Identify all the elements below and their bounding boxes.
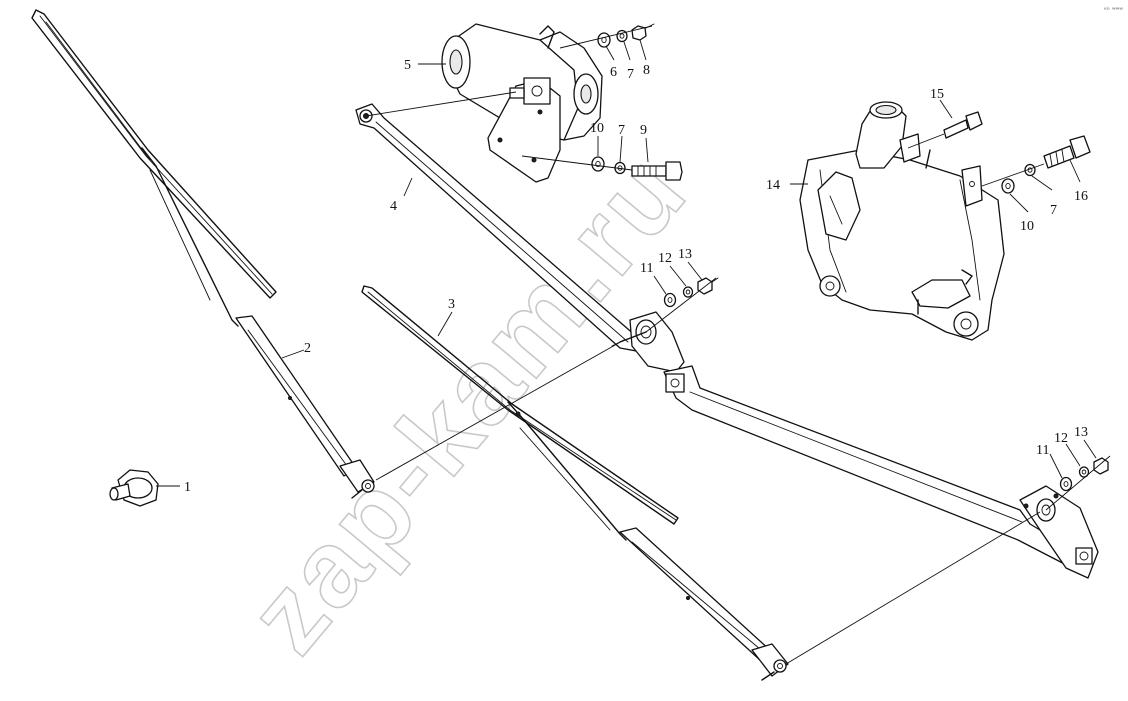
callout-4: 4 (390, 199, 397, 214)
callout-3: 3 (448, 297, 455, 312)
callout-12-right: 12 (1054, 431, 1068, 446)
callout-8: 8 (643, 63, 650, 78)
part-4-linkage (355, 103, 1099, 579)
callout-12-mid: 12 (658, 251, 672, 266)
callout-10-reservoir: 10 (1020, 219, 1034, 234)
callout-13-right: 13 (1074, 425, 1088, 440)
leader-lines (156, 25, 1111, 665)
callout-5: 5 (404, 58, 411, 73)
part-14-reservoir (799, 101, 1005, 341)
callout-7-top: 7 (627, 67, 634, 82)
corner-mark: ᵉᵒ ʷʷʷ (1104, 6, 1123, 14)
callouts: 1 2 3 4 5 6 7 8 10 7 9 15 14 10 7 16 11 … (184, 58, 1088, 495)
callout-6: 6 (610, 65, 617, 80)
callout-13-mid: 13 (678, 247, 692, 262)
part-3-wiper-arm-center (361, 285, 789, 681)
fasteners-reservoir (943, 111, 1091, 194)
fasteners-motor-bottom (591, 156, 683, 181)
callout-7-reservoir: 7 (1050, 203, 1057, 218)
callout-11-right: 11 (1036, 443, 1049, 458)
callout-7-motor: 7 (618, 123, 625, 138)
callout-16: 16 (1074, 189, 1088, 204)
fasteners-right-pivot (1059, 457, 1109, 492)
part-2-wiper-arm-left (31, 9, 375, 499)
callout-9: 9 (640, 123, 647, 138)
callout-14: 14 (766, 178, 780, 193)
callout-10-motor: 10 (590, 121, 604, 136)
callout-2: 2 (304, 341, 311, 356)
callout-1: 1 (184, 480, 191, 495)
callout-11-mid: 11 (640, 261, 653, 276)
part-1-cap (109, 469, 159, 507)
part-5-motor (441, 23, 603, 183)
callout-15: 15 (930, 87, 944, 102)
